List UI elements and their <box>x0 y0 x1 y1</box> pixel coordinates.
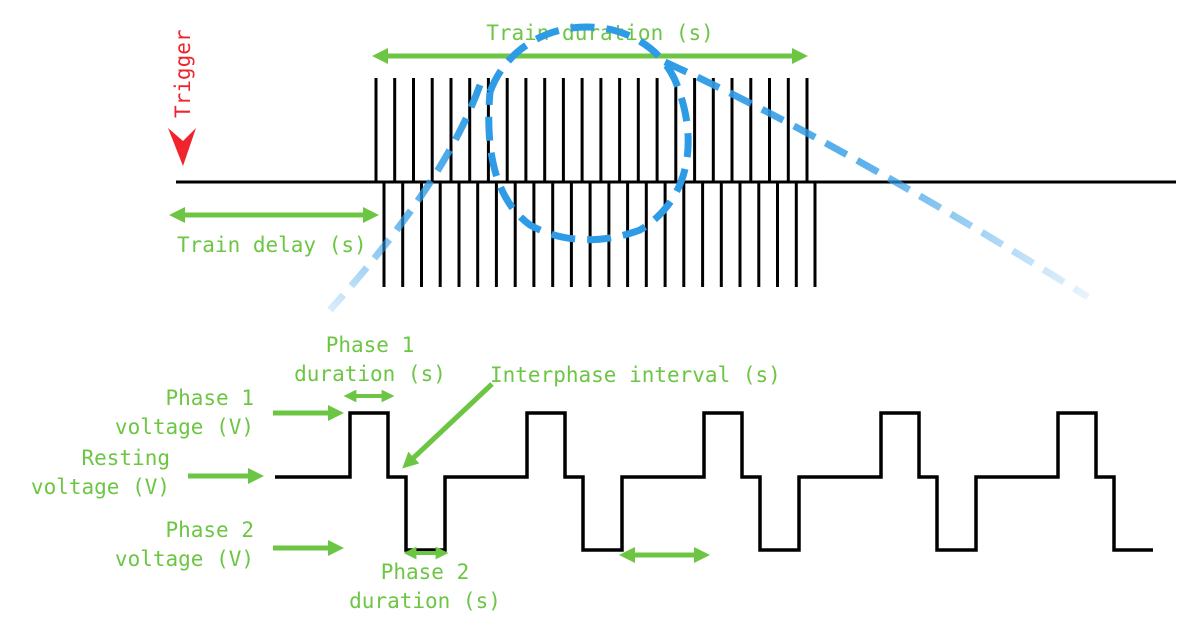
phase2-duration-label-line1: Phase 2 <box>381 560 470 584</box>
phase2-voltage-annotation: Phase 2 voltage (V) <box>115 518 345 571</box>
interphase-interval-label: Interphase interval (s) <box>490 363 781 387</box>
phase1-duration-annotation: Phase 1 duration (s) <box>294 333 446 403</box>
zoom-right-ray <box>663 58 1090 300</box>
resting-voltage-label-line2: voltage (V) <box>31 475 170 499</box>
interphase-interval-annotation: Interphase interval (s) <box>402 363 781 469</box>
phase1-duration-label-line2: duration (s) <box>294 362 446 386</box>
phase2-duration-label-line2: duration (s) <box>349 589 501 613</box>
phase1-duration-label-line1: Phase 1 <box>326 333 415 357</box>
train-delay-label: Train delay (s) <box>177 233 367 257</box>
phase1-voltage-annotation: Phase 1 voltage (V) <box>115 386 345 439</box>
zoom-outline <box>327 23 1090 313</box>
biphasic-waveform <box>275 411 1153 552</box>
resting-voltage-label-line1: Resting <box>81 446 170 470</box>
interphase-interval-arrow <box>402 382 494 469</box>
phase2-voltage-label-line1: Phase 2 <box>165 518 254 542</box>
zoom-loop <box>485 23 692 244</box>
train-duration-annotation: Train duration (s) <box>371 21 809 65</box>
train-delay-annotation: Train delay (s) <box>168 206 380 257</box>
trigger-marker: Trigger <box>168 29 196 166</box>
trigger-label: Trigger <box>171 29 195 118</box>
phase1-voltage-label-line1: Phase 1 <box>165 386 254 410</box>
train-duration-label: Train duration (s) <box>486 21 714 45</box>
pulse-bars <box>374 78 817 287</box>
phase2-voltage-label-line2: voltage (V) <box>115 547 254 571</box>
zoom-left-ray <box>327 83 484 313</box>
pulse-train <box>176 78 1176 287</box>
resting-voltage-annotation: Resting voltage (V) <box>31 446 265 499</box>
phase1-voltage-label-line2: voltage (V) <box>115 415 254 439</box>
trigger-arrow-icon <box>168 128 196 166</box>
waveform-line <box>275 411 1153 552</box>
phase2-duration-annotation: Phase 2 duration (s) <box>349 546 501 613</box>
